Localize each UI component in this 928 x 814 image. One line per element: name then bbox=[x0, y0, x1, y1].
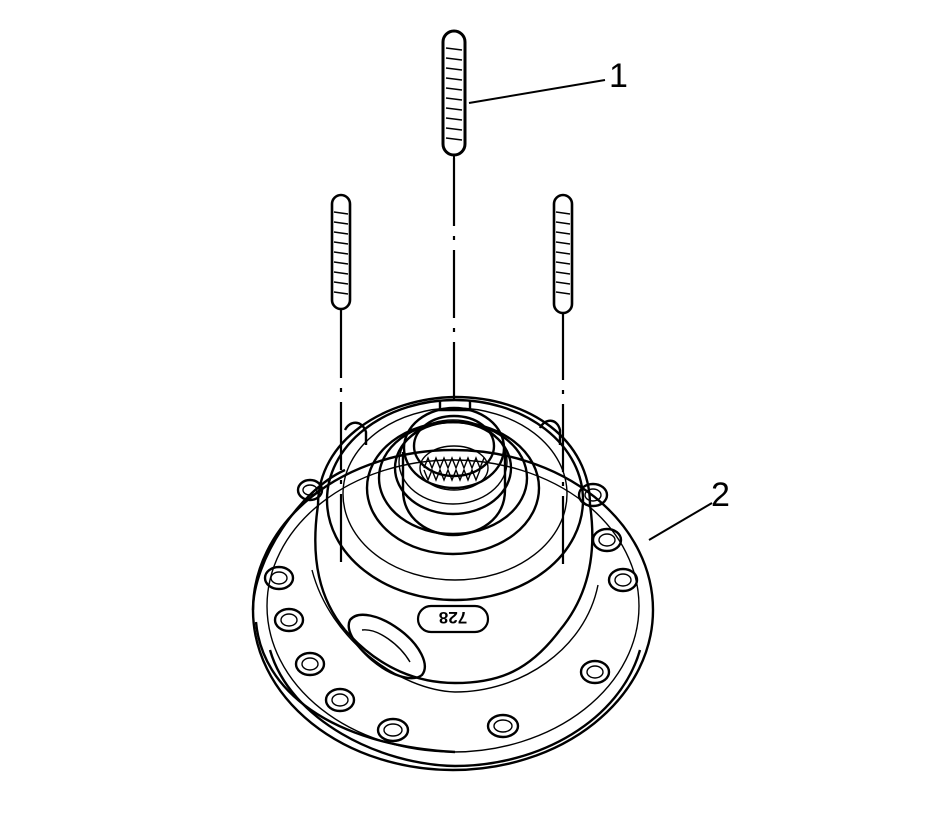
callout-2: 2 bbox=[648, 476, 730, 541]
housing-stamp: 728 bbox=[416, 604, 490, 634]
flange-bolt-holes bbox=[263, 478, 639, 743]
callout-1: 1 bbox=[468, 57, 628, 104]
housing-stamp-text: 728 bbox=[439, 608, 467, 627]
callout-2-label: 2 bbox=[711, 476, 730, 514]
guide-pin-left bbox=[330, 193, 352, 311]
guide-pin-center bbox=[441, 29, 467, 160]
differential-case: 728 bbox=[251, 395, 655, 772]
spline-teeth bbox=[419, 445, 489, 491]
guide-pin-right bbox=[552, 193, 574, 315]
alignment-lines bbox=[339, 158, 565, 570]
callout-1-label: 1 bbox=[609, 57, 628, 95]
